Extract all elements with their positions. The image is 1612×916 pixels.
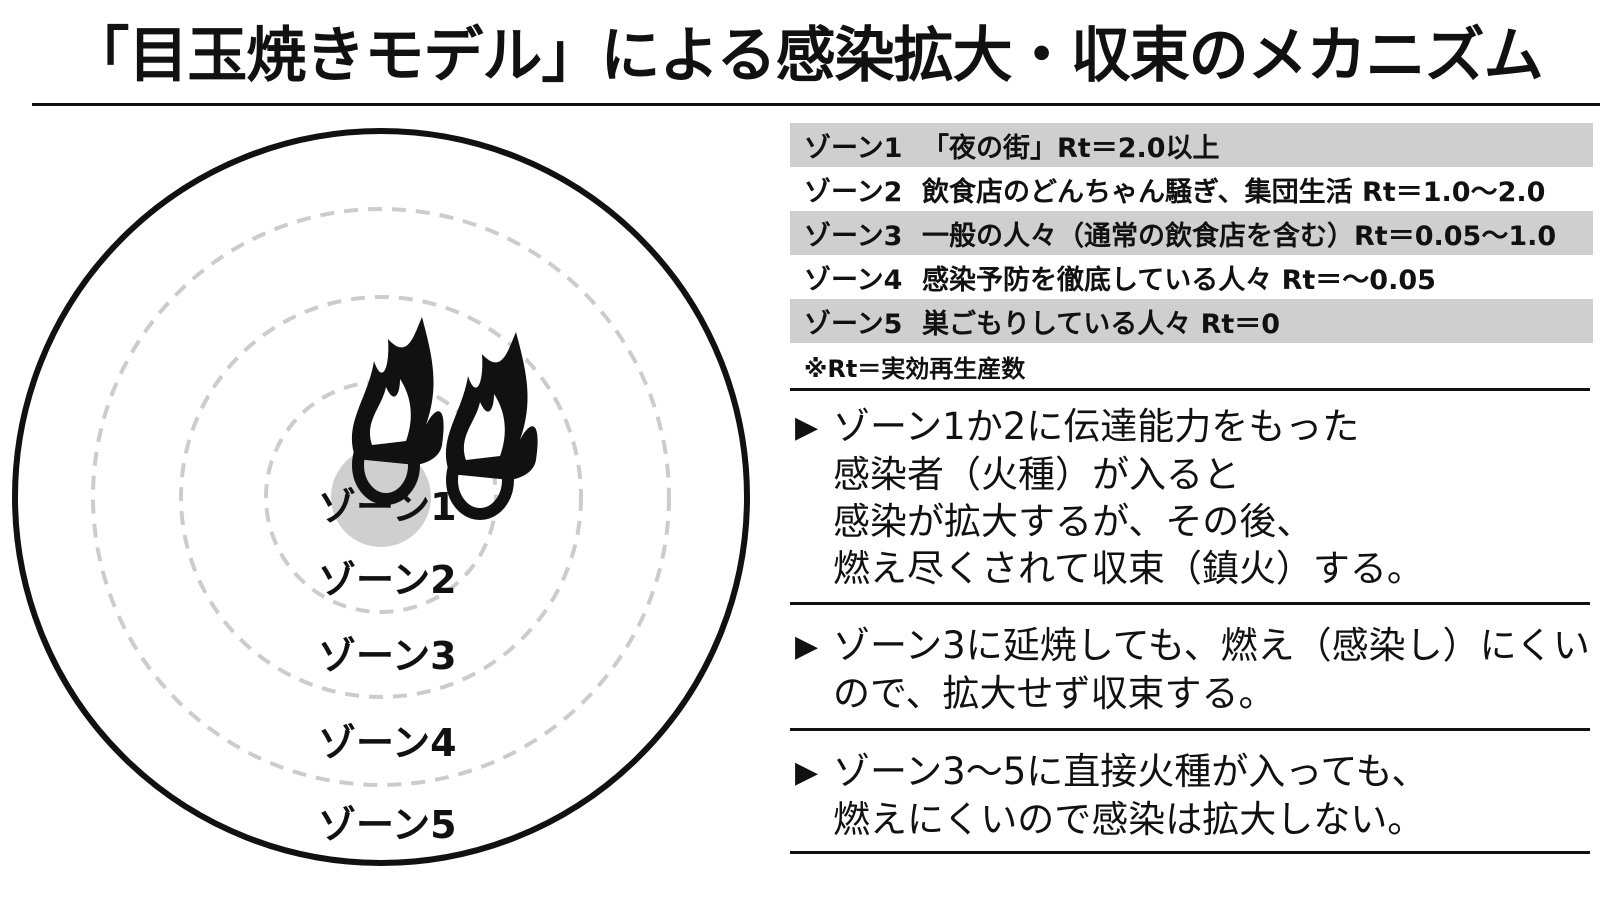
zone-row-name: ゾーン4: [804, 264, 903, 296]
page-title: 「目玉焼きモデル」による感染拡大・収束のメカニズム: [69, 21, 1543, 91]
bullet-line: ▶ゾーン3に延焼しても、燃え（感染し）にくい: [795, 622, 1595, 670]
bullet-line: 燃えにくいので感染は拡大しない。: [833, 798, 1425, 841]
zone2-label: ゾーン2: [318, 558, 457, 602]
bullet-line: 感染者（火種）が入ると: [833, 453, 1240, 496]
zone-row-desc: 「夜の街」Rt＝2.0以上: [922, 132, 1220, 164]
zone-row-desc: 飲食店のどんちゃん騒ぎ、集団生活 Rt＝1.0〜2.0: [922, 176, 1546, 208]
bullet-line: 燃え尽くされて収束（鎮火）する。: [833, 547, 1424, 590]
flame-icon: [445, 332, 538, 520]
zone-row-name: ゾーン2: [804, 176, 903, 208]
zone-row-desc: 巣ごもりしている人々 Rt＝0: [922, 308, 1281, 340]
zone-row: ゾーン5 巣ごもりしている人々 Rt＝0: [790, 299, 1593, 343]
zone-row: ゾーン3 一般の人々（通常の飲食店を含む）Rt＝0.05〜1.0: [790, 211, 1593, 255]
zone-row-name: ゾーン5: [804, 308, 903, 340]
title-divider: [32, 103, 1600, 106]
section-divider: [790, 728, 1590, 731]
zone-legend-table: ゾーン1 「夜の街」Rt＝2.0以上 ゾーン2 飲食店のどんちゃん騒ぎ、集団生活…: [790, 123, 1593, 384]
outer-boundary-circle: [12, 128, 750, 866]
zone-row: ゾーン2 飲食店のどんちゃん騒ぎ、集団生活 Rt＝1.0〜2.0: [790, 167, 1593, 211]
zone4-label: ゾーン4: [318, 721, 457, 765]
explanation-bullet: ▶ゾーン3に延焼しても、燃え（感染し）にくい ので、拡大せず収束する。: [795, 622, 1595, 717]
zone-row: ゾーン1 「夜の街」Rt＝2.0以上: [790, 123, 1593, 167]
flame-icon: [351, 317, 444, 505]
zone-row-name: ゾーン3: [804, 220, 903, 252]
bullet-line: ので、拡大せず収束する。: [833, 672, 1276, 715]
section-divider: [790, 388, 1590, 391]
bullet-line: ▶ゾーン3〜5に直接火種が入っても、: [795, 748, 1595, 796]
section-divider: [790, 851, 1590, 854]
bullet-line: 感染が拡大するが、その後、: [833, 500, 1314, 543]
zone1-label: ゾーン1: [318, 485, 457, 529]
zone4-ring: [91, 207, 671, 787]
triangle-bullet-icon: ▶: [795, 629, 819, 664]
triangle-bullet-icon: ▶: [795, 410, 819, 445]
triangle-bullet-icon: ▶: [795, 755, 819, 790]
explanation-bullet: ▶ゾーン3〜5に直接火種が入っても、 燃えにくいので感染は拡大しない。: [795, 748, 1595, 843]
section-divider: [790, 602, 1590, 605]
fried-egg-diagram: ゾーン1 ゾーン2 ゾーン3 ゾーン4 ゾーン5: [12, 128, 750, 866]
zone-row: ゾーン4 感染予防を徹底している人々 Rt＝〜0.05: [790, 255, 1593, 299]
bullet-line: ▶ゾーン1か2に伝達能力をもった: [795, 403, 1595, 451]
explanation-bullet: ▶ゾーン1か2に伝達能力をもった 感染者（火種）が入ると 感染が拡大するが、その…: [795, 403, 1595, 592]
rt-footnote: ※Rt＝実効再生産数: [804, 355, 1026, 383]
zone5-label: ゾーン5: [318, 803, 457, 847]
zone3-label: ゾーン3: [318, 634, 457, 678]
zone3-ring: [179, 295, 583, 699]
zone-row-desc: 一般の人々（通常の飲食店を含む）Rt＝0.05〜1.0: [922, 220, 1557, 252]
zone-row-name: ゾーン1: [804, 132, 903, 164]
zone-row-desc: 感染予防を徹底している人々 Rt＝〜0.05: [922, 264, 1436, 296]
